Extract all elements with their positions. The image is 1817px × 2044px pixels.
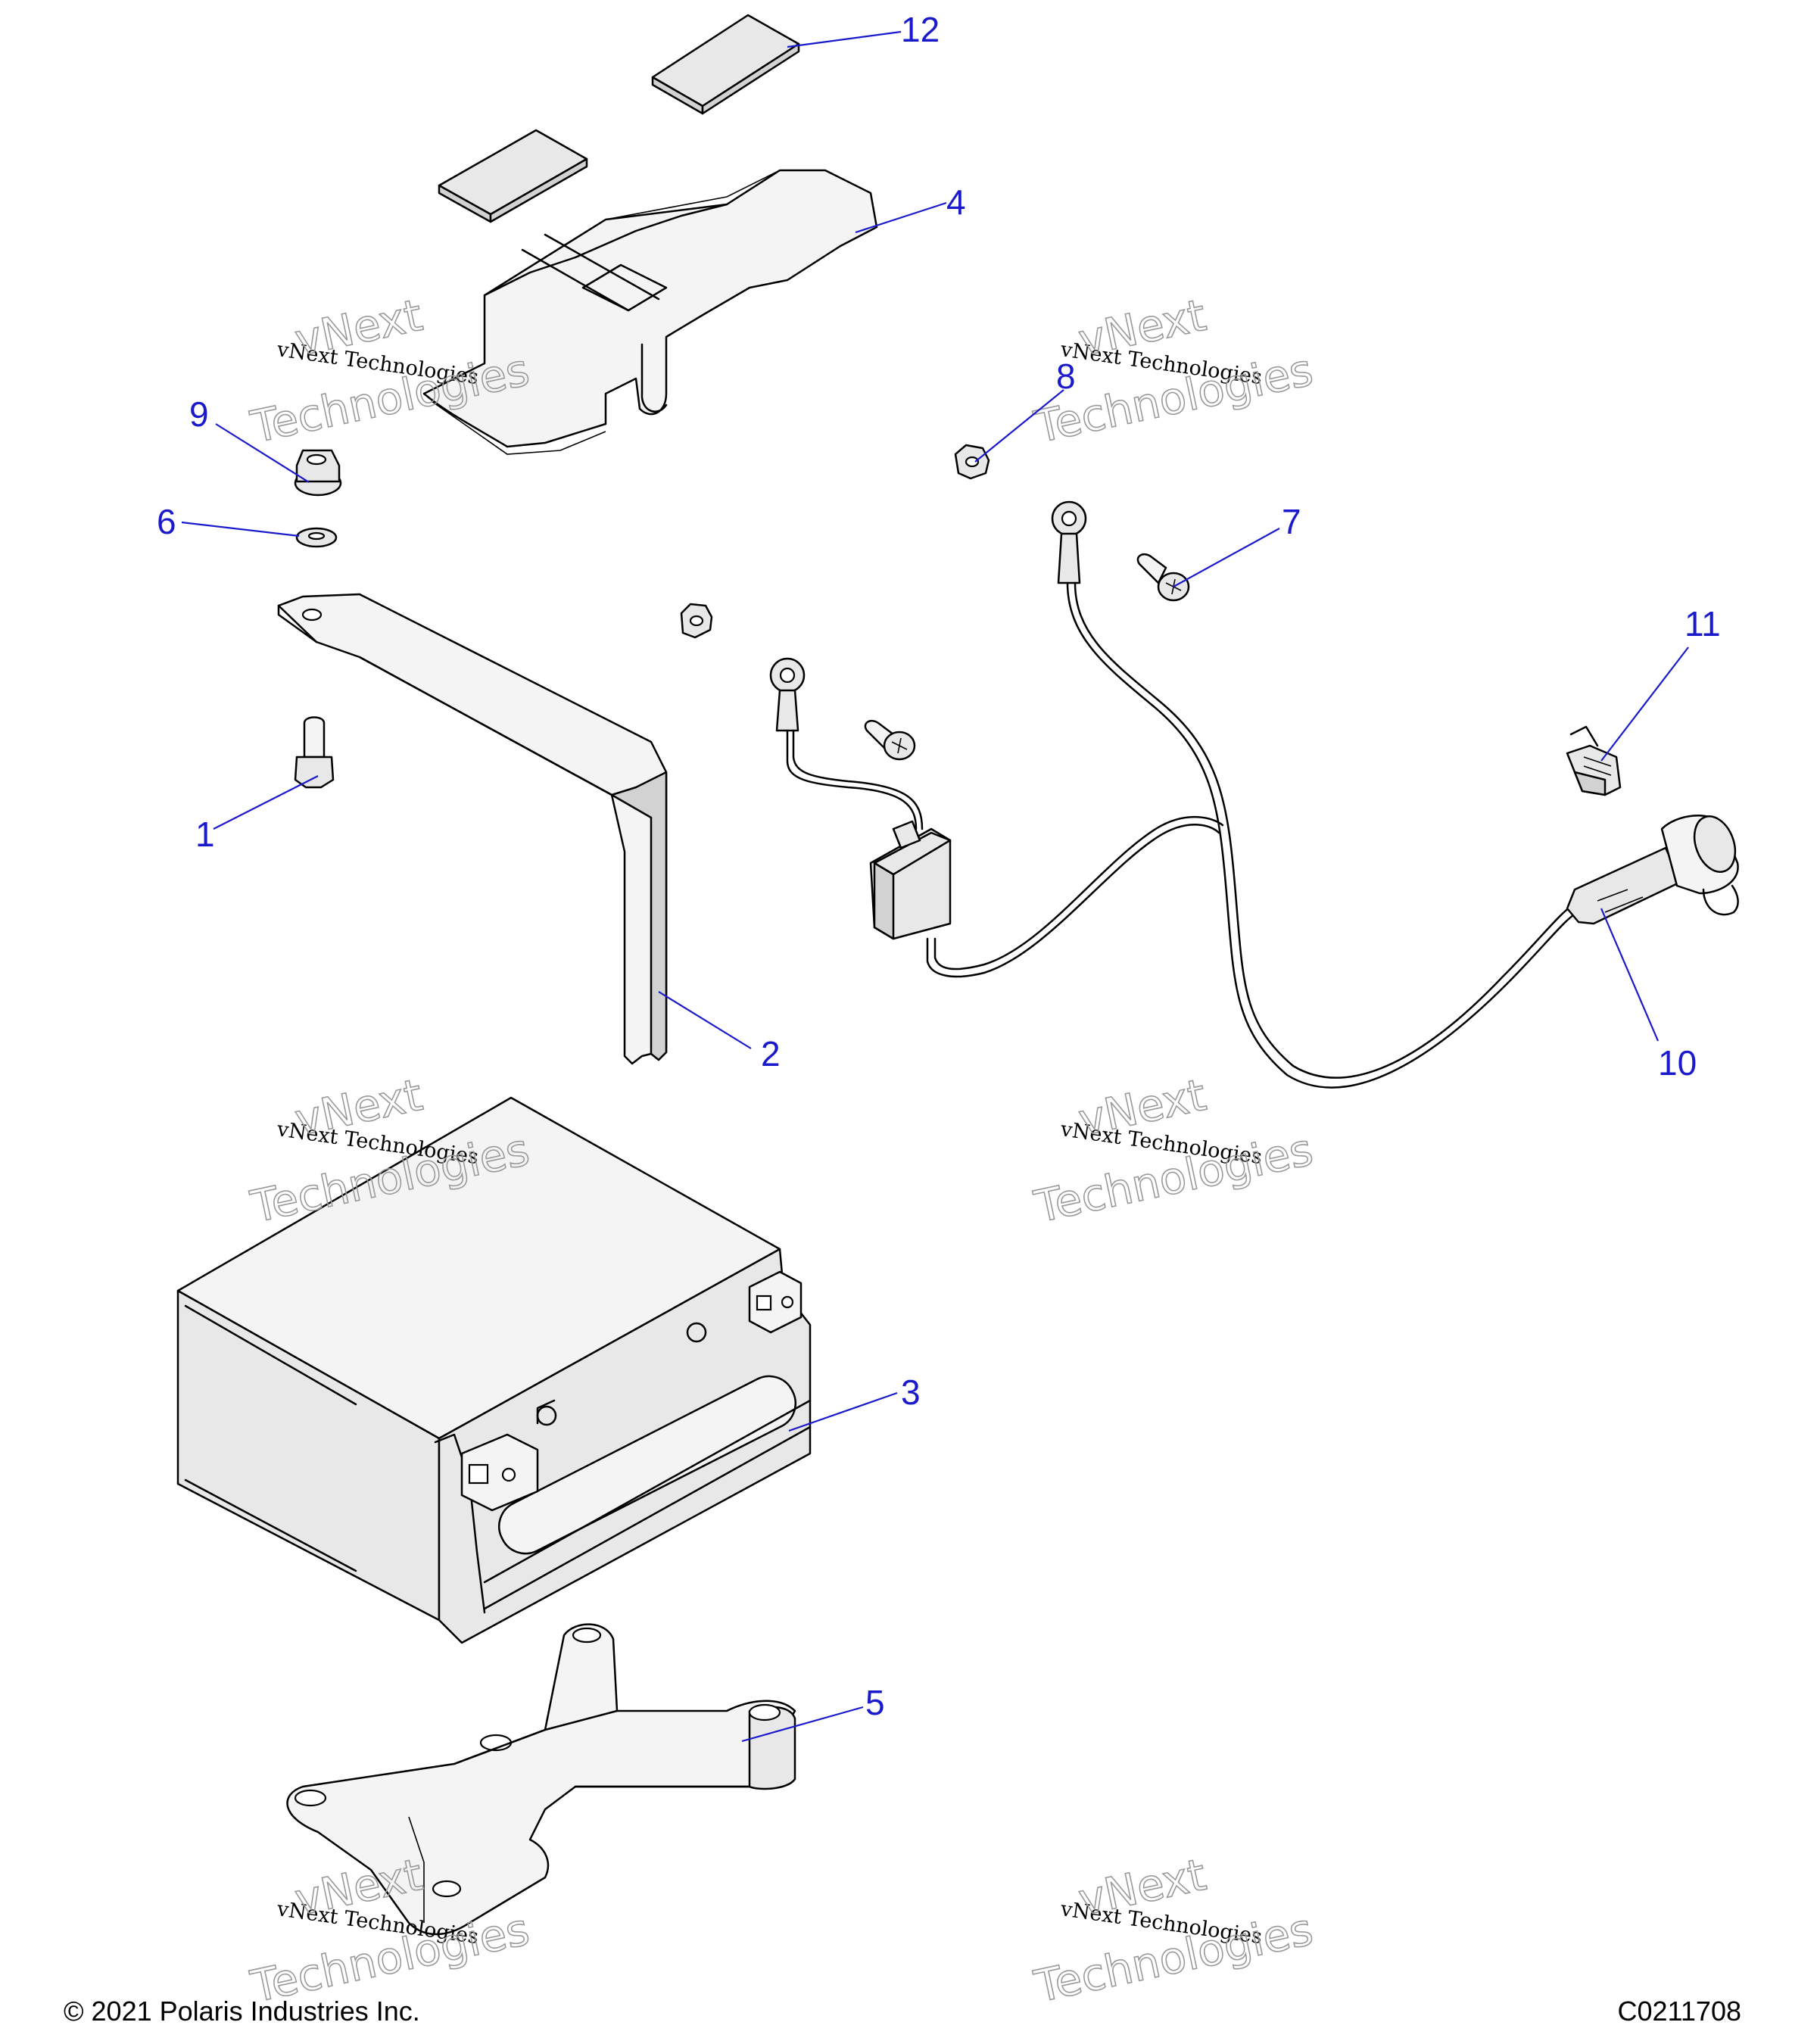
callout-3: 3	[901, 1373, 921, 1412]
callout-8: 8	[1056, 357, 1076, 396]
leader-9	[215, 423, 310, 483]
callout-11: 11	[1685, 604, 1721, 643]
leader-10	[1600, 908, 1660, 1042]
callout-12: 12	[901, 10, 940, 49]
callout-9: 9	[189, 394, 209, 434]
callout-1: 1	[195, 815, 215, 854]
copyright-notice: © 2021 Polaris Industries Inc.	[64, 1996, 420, 2027]
callout-7: 7	[1282, 502, 1301, 541]
part-cover-4[interactable]	[422, 129, 878, 455]
callout-5: 5	[865, 1683, 885, 1722]
leader-1	[213, 775, 319, 830]
leader-5	[741, 1706, 864, 1743]
part-nut-8[interactable]	[954, 444, 990, 480]
part-nut-9[interactable]	[294, 449, 342, 497]
part-nut[interactable]	[680, 603, 713, 639]
part-clip-11[interactable]	[1566, 725, 1622, 796]
part-plate-5[interactable]	[286, 1623, 796, 1936]
part-screw[interactable]	[864, 719, 916, 761]
part-battery-3[interactable]	[176, 1096, 812, 1644]
callout-labels: 1 2 3 4 5 6 7 8 9 10 11 12	[157, 10, 1721, 1722]
leader-6	[181, 521, 300, 537]
part-washer-6[interactable]	[295, 527, 338, 548]
leader-lines	[181, 30, 1689, 1743]
callout-10: 10	[1658, 1043, 1697, 1083]
part-screw-7[interactable]	[1136, 553, 1190, 602]
drawing-id: C0211708	[1617, 1996, 1741, 2027]
callout-4: 4	[946, 182, 966, 222]
leader-11	[1600, 647, 1689, 762]
leader-4	[855, 201, 947, 234]
part-bracket-2[interactable]	[277, 593, 668, 1065]
leader-7	[1173, 528, 1280, 587]
leader-3	[788, 1391, 898, 1432]
leader-2	[658, 991, 752, 1049]
leader-12	[787, 30, 902, 48]
callout-2: 2	[761, 1034, 781, 1073]
leader-8	[974, 389, 1064, 463]
callout-6: 6	[157, 502, 176, 541]
part-pad-12[interactable]	[651, 14, 800, 115]
part-harness-10[interactable]	[769, 500, 1742, 1089]
part-bolt-1[interactable]	[294, 716, 335, 789]
